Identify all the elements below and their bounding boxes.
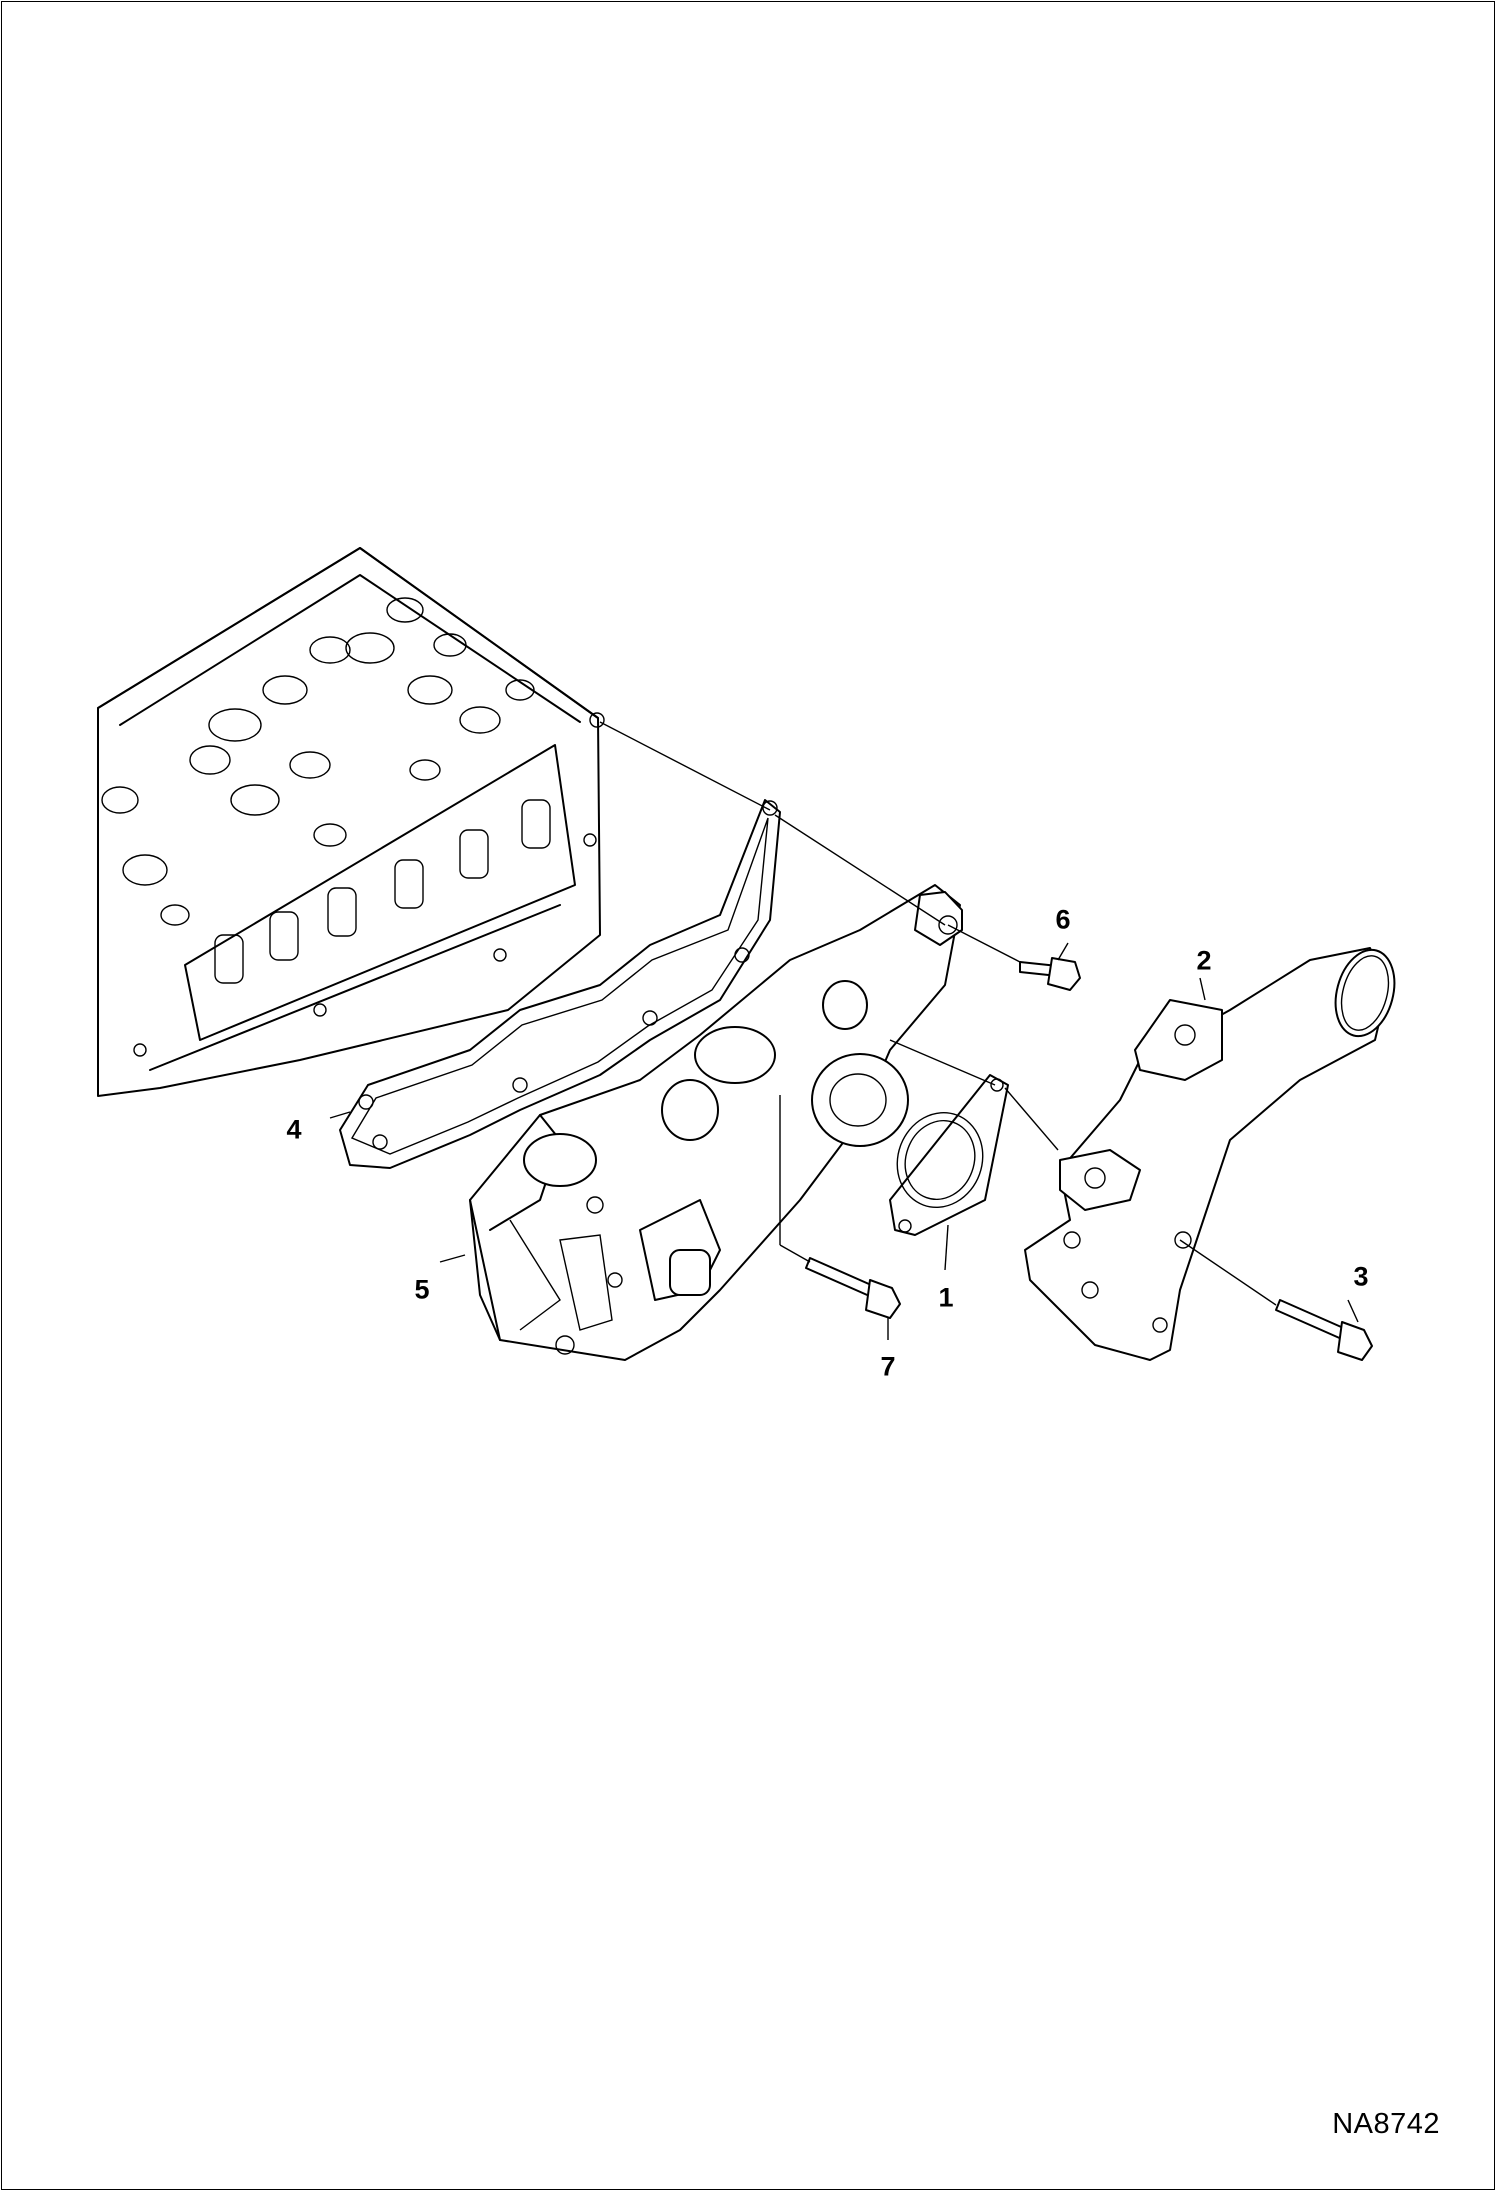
- callout-5: 5: [414, 1274, 430, 1305]
- callout-6: 6: [1055, 904, 1071, 935]
- intake-manifold-5: [469, 884, 963, 1361]
- bolt-3: [1275, 1299, 1373, 1361]
- callout-3: 3: [1353, 1261, 1369, 1292]
- bolt-6: [1019, 957, 1081, 991]
- callout-1: 1: [938, 1282, 954, 1313]
- callout-4: 4: [286, 1114, 302, 1145]
- gasket-4: [339, 799, 781, 1169]
- callout-7: 7: [880, 1351, 896, 1382]
- cylinder-head: [97, 547, 605, 1097]
- bolt-7: [805, 1257, 901, 1319]
- figure-id: NA8742: [1332, 2108, 1440, 2140]
- callout-2: 2: [1196, 945, 1212, 976]
- gasket-1: [889, 1074, 1009, 1236]
- water-outlet-pipe-2: [1024, 947, 1396, 1361]
- leader-lines: [329, 721, 1359, 1340]
